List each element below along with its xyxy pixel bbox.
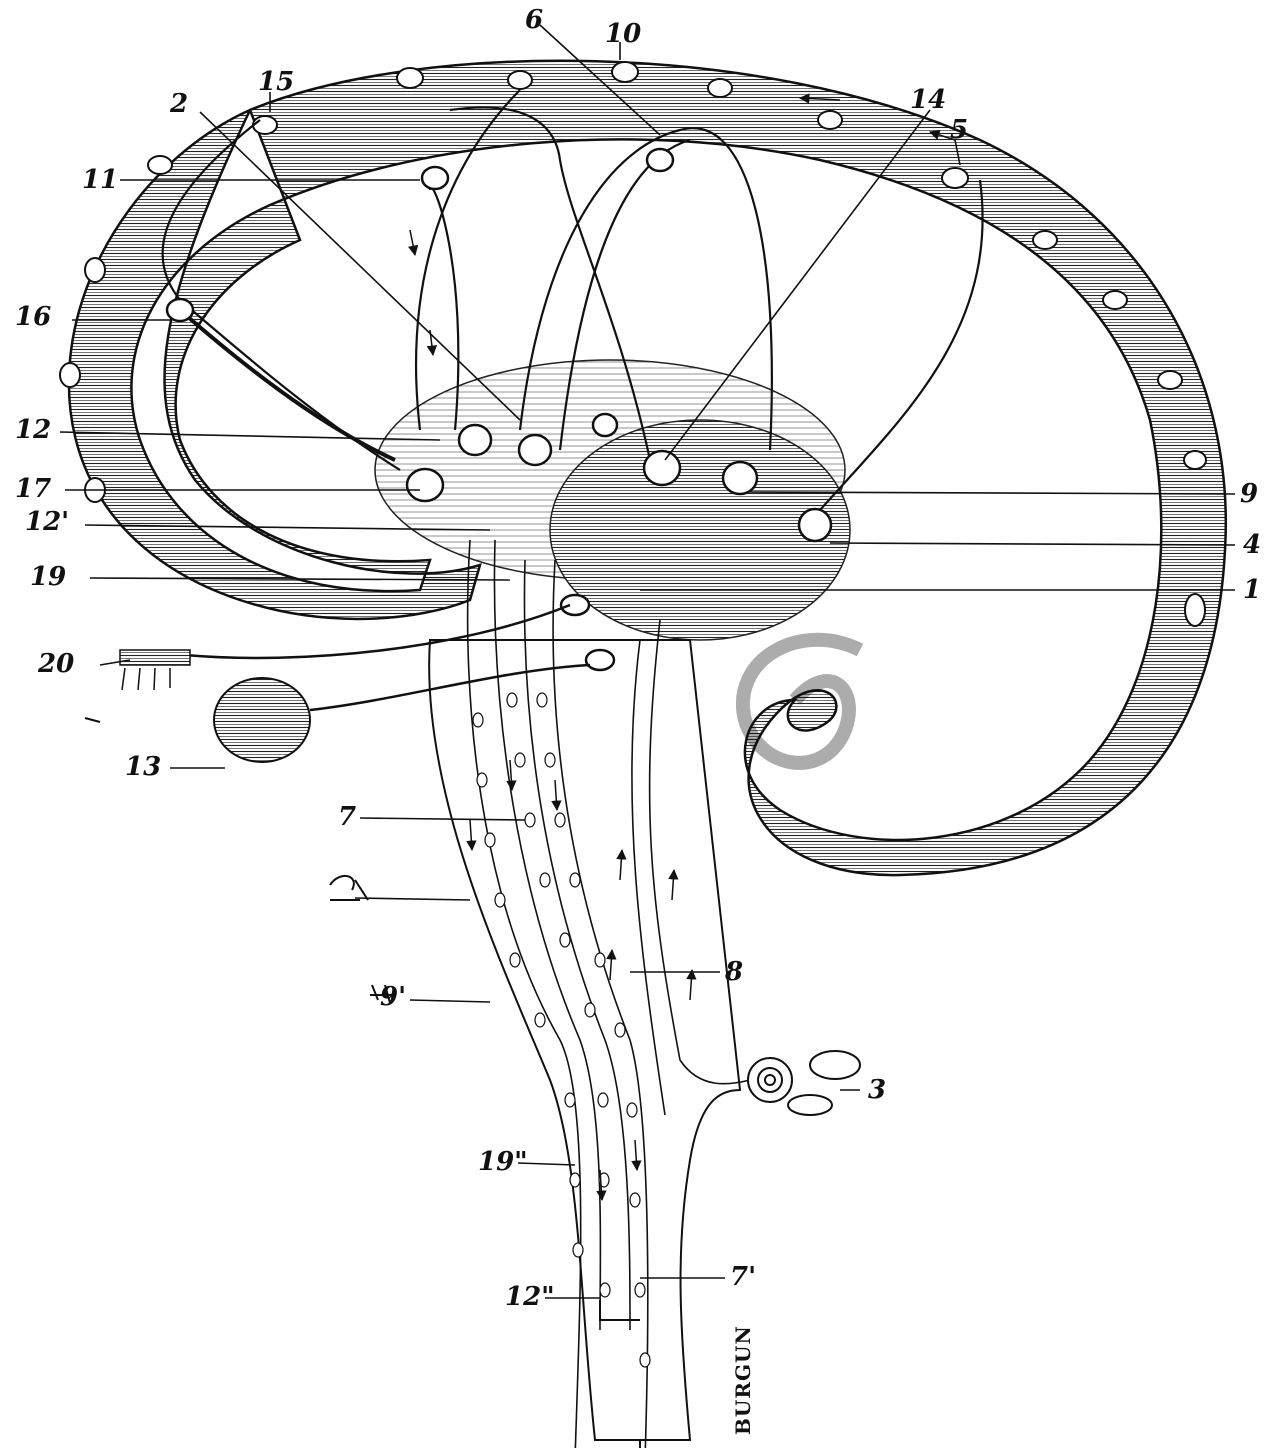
label-5: 5: [950, 115, 968, 145]
label-8: 8: [724, 957, 743, 987]
ear-3: [748, 1051, 860, 1115]
label-6: 6: [525, 5, 543, 35]
label-17: 17: [15, 474, 51, 504]
spiral-structure: [743, 640, 860, 763]
label-11: 11: [82, 165, 118, 195]
label-1: 1: [1243, 575, 1261, 605]
label-19: 19: [30, 562, 66, 592]
label-19-double-prime: 19": [478, 1147, 528, 1177]
muscle-13: [214, 678, 310, 762]
label-12-double-prime: 12": [505, 1282, 555, 1312]
label-12-prime: 12': [25, 507, 69, 537]
label-2: 2: [169, 89, 188, 119]
label-16: 16: [15, 302, 51, 332]
label-10: 10: [605, 19, 641, 49]
label-7-prime: 7': [730, 1262, 756, 1292]
label-4: 4: [1243, 530, 1261, 560]
label-3: 3: [868, 1075, 886, 1105]
label-15: 15: [258, 67, 294, 97]
label-20: 20: [37, 649, 74, 679]
label-13: 13: [125, 752, 161, 782]
label-7: 7: [338, 802, 356, 832]
label-14: 14: [910, 85, 946, 115]
label-12: 12: [15, 415, 51, 445]
engraver-signature: BURGUN: [731, 1325, 755, 1435]
receptor-20: [120, 650, 190, 690]
label-9: 9: [1240, 479, 1258, 509]
label-9-prime: 9': [380, 982, 406, 1012]
